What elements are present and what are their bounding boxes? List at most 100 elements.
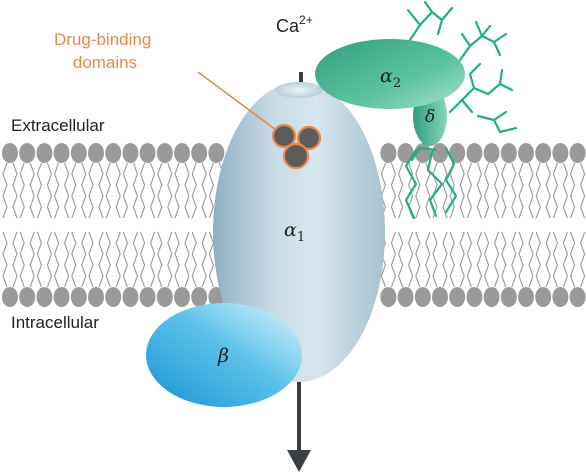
alpha2-subscript: 2 (393, 76, 401, 91)
lipid-tail (88, 231, 94, 288)
lipid-tail (2, 162, 8, 219)
lipid-tail (184, 231, 190, 288)
alpha1-subunit (213, 82, 385, 382)
lipid-tail (390, 231, 396, 288)
lipid-tail (415, 231, 421, 288)
lipid-tail (501, 162, 507, 219)
lipid-tail (2, 231, 8, 288)
lipid-head (208, 143, 225, 163)
alpha2-symbol: α (380, 65, 393, 87)
lipid-tail (484, 231, 490, 288)
lipid-tail (494, 162, 500, 219)
lipid-tail (29, 162, 35, 219)
lipid-tail (562, 162, 568, 219)
lipid-tail (380, 162, 386, 219)
lipid-tail (580, 231, 586, 288)
lipid-tail (511, 162, 517, 219)
lipid-head (432, 143, 448, 163)
lipid-tail (174, 231, 180, 288)
lipid-head (156, 143, 173, 163)
lipid-tail (501, 231, 507, 288)
lipid-tail (105, 231, 111, 288)
lipid-tail (115, 231, 121, 288)
lipid-head (105, 143, 122, 163)
lipid-head (122, 287, 139, 307)
lipid-tail (390, 162, 396, 219)
lipid-tail (46, 162, 52, 219)
channel-pore (275, 82, 323, 98)
lipid-head (191, 143, 208, 163)
lipid-head (19, 287, 36, 307)
alpha1-label: α1 (284, 219, 305, 245)
ion-charge: 2+ (299, 13, 313, 27)
lipid-head (552, 287, 569, 307)
ion-symbol: Ca (276, 16, 300, 36)
lipid-tail (201, 162, 207, 219)
alpha1-symbol: α (284, 219, 297, 241)
lipid-head (53, 143, 70, 163)
lipid-tail (432, 231, 438, 288)
drug-binding-site (271, 123, 322, 170)
lipid-head (70, 287, 87, 307)
lipid-head (191, 287, 208, 307)
lipid-tail (528, 231, 534, 288)
lipid-tail (167, 162, 173, 219)
lipid-tail (476, 162, 482, 219)
lipid-tail (552, 231, 558, 288)
lipid-tail (81, 162, 87, 219)
lipid-head (483, 287, 500, 307)
lipid-tail (81, 231, 87, 288)
lipid-tail (570, 231, 576, 288)
lipid-tail (36, 231, 42, 288)
lipid-tail (184, 162, 190, 219)
alpha2-label: α2 (380, 65, 401, 91)
drug-binding-line1: Drug-binding (54, 30, 151, 49)
beta-label: β (217, 345, 229, 367)
lipid-tail (535, 162, 541, 219)
lipid-tail (476, 231, 482, 288)
lipid-tail (570, 162, 576, 219)
lipid-tail (88, 162, 94, 219)
lipid-tail (545, 231, 551, 288)
lipid-head (535, 287, 552, 307)
lipid-tail (191, 162, 197, 219)
lipid-tail (150, 162, 156, 219)
lipid-tail (432, 162, 438, 219)
lipid-tail (562, 231, 568, 288)
lipid-tail (167, 231, 173, 288)
lipid-tail (511, 231, 517, 288)
lipid-head (2, 287, 18, 307)
lipid-tail (208, 231, 214, 288)
lipid-tail (132, 231, 138, 288)
ion-label: Ca2+ (276, 13, 313, 36)
lipid-tail (36, 162, 42, 219)
lipid-tails (2, 162, 586, 288)
lipid-head (105, 287, 122, 307)
lipid-head (70, 143, 87, 163)
drug-binding-line2: domains (73, 53, 137, 72)
alpha2-subunit (315, 39, 465, 109)
lipid-tail (528, 162, 534, 219)
alpha1-subscript: 1 (297, 230, 305, 245)
lipid-tail (98, 231, 104, 288)
lipid-tail (442, 231, 448, 288)
lipid-head (518, 287, 534, 307)
lipid-tail (201, 231, 207, 288)
drug-binding-pointer (197, 71, 277, 131)
lipid-tail (484, 162, 490, 219)
lipid-head (53, 287, 70, 307)
lipid-head (500, 143, 517, 163)
lipid-tail (46, 231, 52, 288)
lipid-tail (191, 231, 197, 288)
lipid-tail (518, 162, 524, 219)
lipid-head (36, 143, 53, 163)
lipid-tail (398, 231, 404, 288)
lipid-head (156, 287, 173, 307)
lipid-tail (71, 231, 77, 288)
delta-label: δ (425, 107, 435, 127)
lipid-tail (459, 162, 465, 219)
lipid-tail (115, 162, 121, 219)
lipid-tail (518, 231, 524, 288)
lipid-tail (466, 162, 472, 219)
lipid-heads (2, 143, 586, 307)
